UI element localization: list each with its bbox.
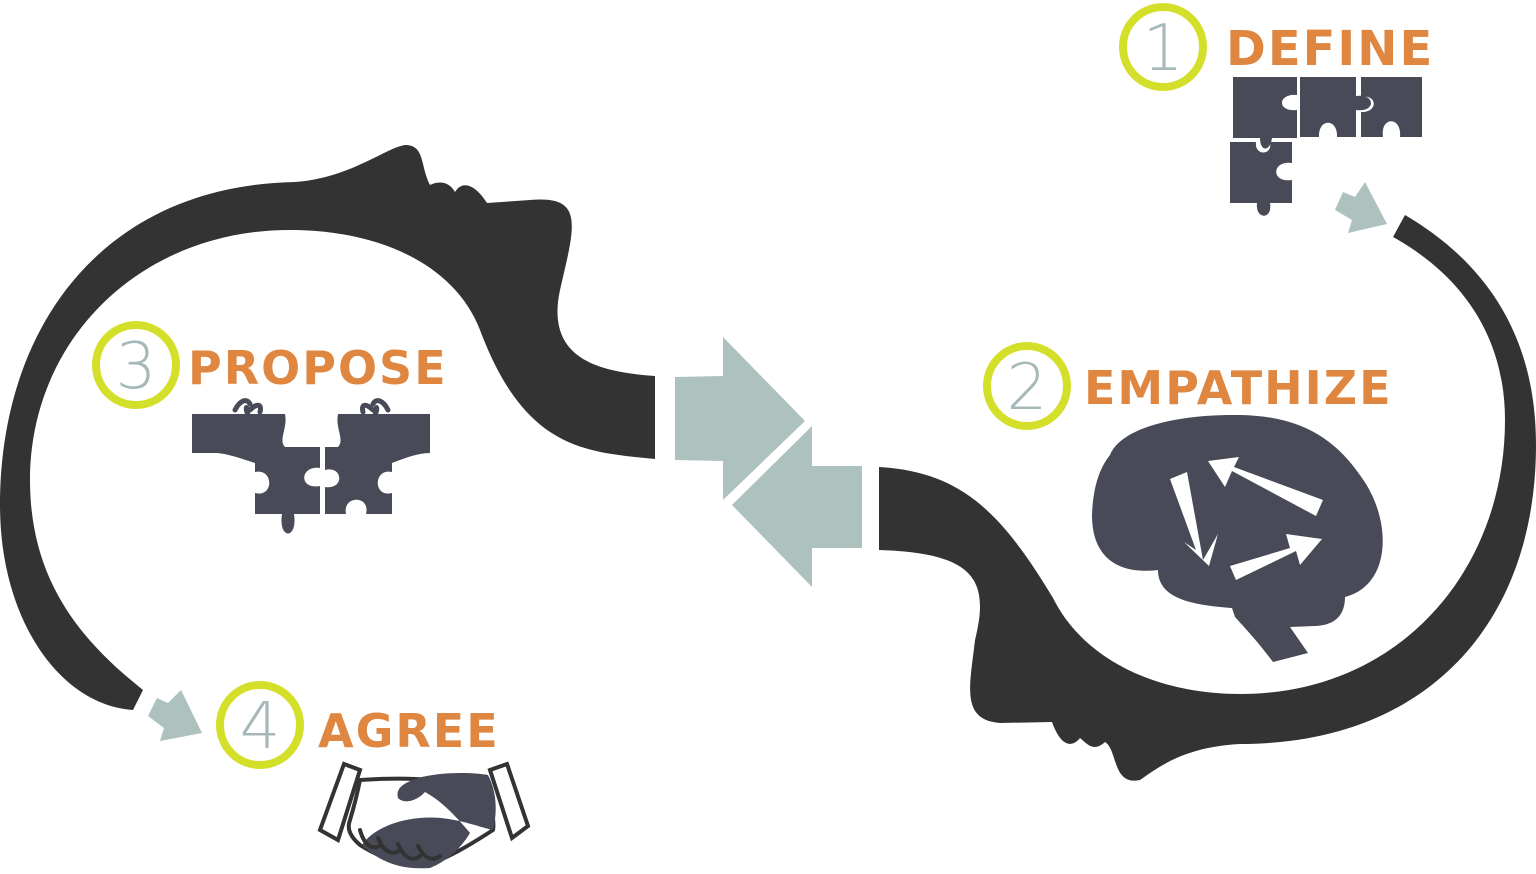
handshake-icon [317,761,531,869]
step-empathize: 2 EMPATHIZE [983,342,1393,662]
brain-shape [1092,414,1383,662]
step-label: EMPATHIZE [1084,361,1393,415]
brain-arrow [1208,457,1323,516]
puzzle-piece [1361,77,1422,137]
puzzle-pieces-icon [1230,77,1422,216]
step-label: DEFINE [1226,21,1434,77]
puzzle-piece [1230,142,1292,216]
step-label: PROPOSE [188,341,448,395]
step-number-ring [983,342,1071,430]
small-arrow-shape [148,690,202,741]
arrow-pointing-left [732,426,862,587]
brain-arrow [1230,534,1322,580]
puzzle-piece [1300,77,1371,137]
hand-fingers-left [219,398,273,453]
step-number-ring [1119,3,1207,91]
step-label: AGREE [318,704,500,758]
arrow-pointing-right [675,337,805,500]
center-arrows [675,337,862,587]
step-number: 4 [240,690,281,764]
left-cuff [317,761,363,843]
hands-puzzle-icon [192,398,430,534]
step-number: 1 [1143,12,1184,86]
define-small-arrow [1335,182,1387,233]
step-number-ring [92,321,180,409]
puzzle-half-left [192,405,320,534]
right-face-profile [879,215,1536,781]
left-face-profile [0,145,655,710]
left-face-loop [0,145,655,710]
right-hand [362,773,496,869]
step-define: 1 DEFINE [1119,3,1434,216]
hand-fingers-right [350,398,404,453]
step-number: 3 [116,330,157,404]
small-arrow-shape [1335,182,1387,233]
step-propose: 3 PROPOSE [92,321,448,534]
right-face-loop [879,215,1536,781]
agree-small-arrow [148,690,202,741]
step-agree: 4 AGREE [216,681,531,869]
puzzle-half-right [325,405,430,514]
step-number: 2 [1007,351,1048,425]
puzzle-piece [1233,77,1297,149]
brain-icon [1092,414,1383,662]
brain-arrow [1170,472,1218,566]
right-cuff [487,761,531,842]
finger-lines [358,828,442,861]
step-number-ring [216,681,304,769]
